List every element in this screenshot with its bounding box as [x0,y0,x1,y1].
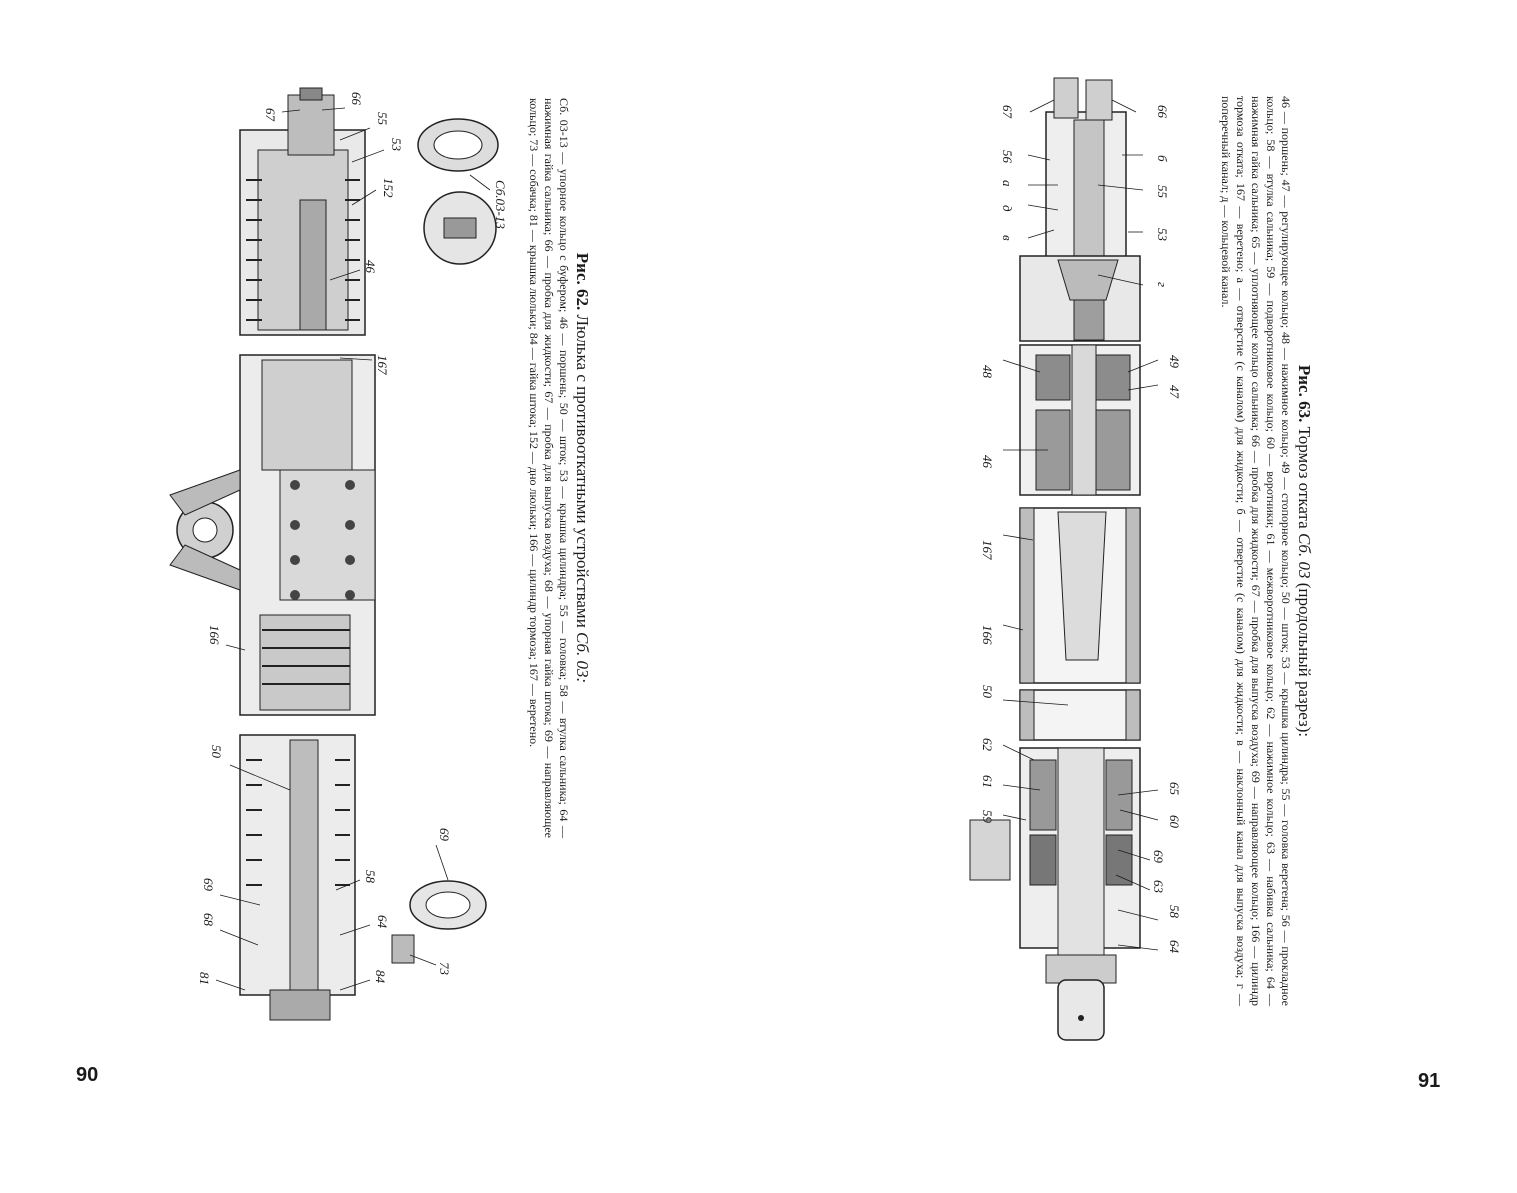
figure-63-title-suffix: (продольный разрез): [1295,582,1314,738]
fig62-segment-middle [169,354,376,716]
fig63-label-b: б [1155,155,1170,162]
fig62-label-73: 73 [437,962,452,976]
page-number-right: 91 [1418,1070,1441,1092]
fig63-label-65: 65 [1167,782,1182,796]
figure-62-title: Рис. 62. Люлька с противооткатными устро… [573,98,592,838]
right-page: 67 66 56 б а 55 д 53 в г 48 49 47 46 167… [758,0,1517,1193]
fig63-piston [1019,344,1141,496]
fig63-label-166: 166 [980,625,995,645]
fig63-label-56: 56 [1000,150,1015,164]
figure-62-title-italic: Сб. 03: [573,632,592,684]
left-page: 67 66 55 53 152 46 167 166 50 69 68 81 5… [0,0,758,1193]
fig62-callouts [215,107,491,991]
fig62-label-68: 68 [201,913,216,927]
fig62-label-64: 64 [375,915,390,929]
fig63-head [1019,77,1141,342]
fig62-label-166: 166 [207,625,222,645]
fig62-label-66: 66 [349,92,364,106]
fig62-label-50: 50 [209,745,224,759]
fig63-label-53: 53 [1155,228,1170,242]
fig62-label-46: 46 [363,260,378,274]
fig63-label-61: 61 [980,775,995,788]
fig63-labels: 67 66 56 б а 55 д 53 в г 48 49 47 46 167… [980,105,1182,954]
fig63-label-60: 60 [1167,815,1182,829]
fig62-labels: 67 66 55 53 152 46 167 166 50 69 68 81 5… [197,92,508,985]
fig63-label-64: 64 [1167,940,1182,954]
fig62-label-84: 84 [373,970,388,984]
fig63-label-49: 49 [1167,355,1182,369]
fig62-label-55: 55 [375,112,390,126]
fig63-label-58: 58 [1167,905,1182,919]
fig63-label-48: 48 [980,365,995,379]
fig63-gland [969,747,1141,1041]
figure-63-illustration: 67 66 56 б а 55 д 53 в г 48 49 47 46 167… [969,77,1182,1041]
figure-62-legend: Сб. 03-13 — упорное кольцо с буфером; 46… [527,98,571,838]
fig63-label-67: 67 [1000,105,1015,119]
fig63-label-66: 66 [1155,105,1170,119]
fig63-label-62: 62 [980,738,995,752]
fig62-label-69: 69 [201,878,216,892]
figure-63-number: Рис. 63. [1295,364,1314,423]
fig62-label-58: 58 [363,870,378,884]
fig63-label-59: 59 [980,810,995,824]
fig62-label-sb0313: Сб.03-13 [493,180,508,229]
fig63-label-g: г [1155,282,1170,287]
figure-63-title-text: Тормоз отката [1295,426,1314,529]
fig62-label-167: 167 [375,355,390,375]
page-number-left: 90 [76,1064,99,1086]
figure-62-title-text: Люлька с противооткатными устройствами [573,314,592,628]
fig63-label-63: 63 [1151,880,1166,894]
fig63-rod [1019,689,1141,741]
fig62-label-152: 152 [381,178,396,198]
figure-63-legend: 46 — поршень; 47 — регулирующее кольцо; … [1219,96,1293,1006]
fig62-segment-top [239,87,499,336]
fig62-label-53: 53 [389,138,404,152]
fig63-cylinder [1019,507,1141,684]
fig63-label-50: 50 [980,685,995,699]
figure-62-illustration: 67 66 55 53 152 46 167 166 50 69 68 81 5… [169,87,508,1021]
fig62-label-67: 67 [263,108,278,122]
fig63-label-d: д [1000,205,1015,212]
fig63-label-46: 46 [980,455,995,469]
fig62-label-69b: 69 [437,828,452,842]
fig63-label-55: 55 [1155,185,1170,199]
figure-63-title-italic: Сб. 03 [1295,532,1314,579]
fig63-callouts [1002,99,1159,951]
figure-63-caption: Рис. 63. Тормоз отката Сб. 03 (продольны… [1218,96,1314,1006]
fig63-label-47: 47 [1167,385,1182,399]
fig62-segment-bottom [239,734,487,1021]
fig63-label-v: в [1000,235,1015,241]
figure-62-number: Рис. 62. [573,252,592,311]
figure-63-title: Рис. 63. Тормоз отката Сб. 03 (продольны… [1295,96,1314,1006]
fig62-label-81: 81 [197,972,212,985]
fig63-label-69: 69 [1151,850,1166,864]
figure-62-caption: Рис. 62. Люлька с противооткатными устро… [526,98,592,838]
fig63-label-a: а [1000,180,1015,187]
fig63-label-167: 167 [980,540,995,560]
